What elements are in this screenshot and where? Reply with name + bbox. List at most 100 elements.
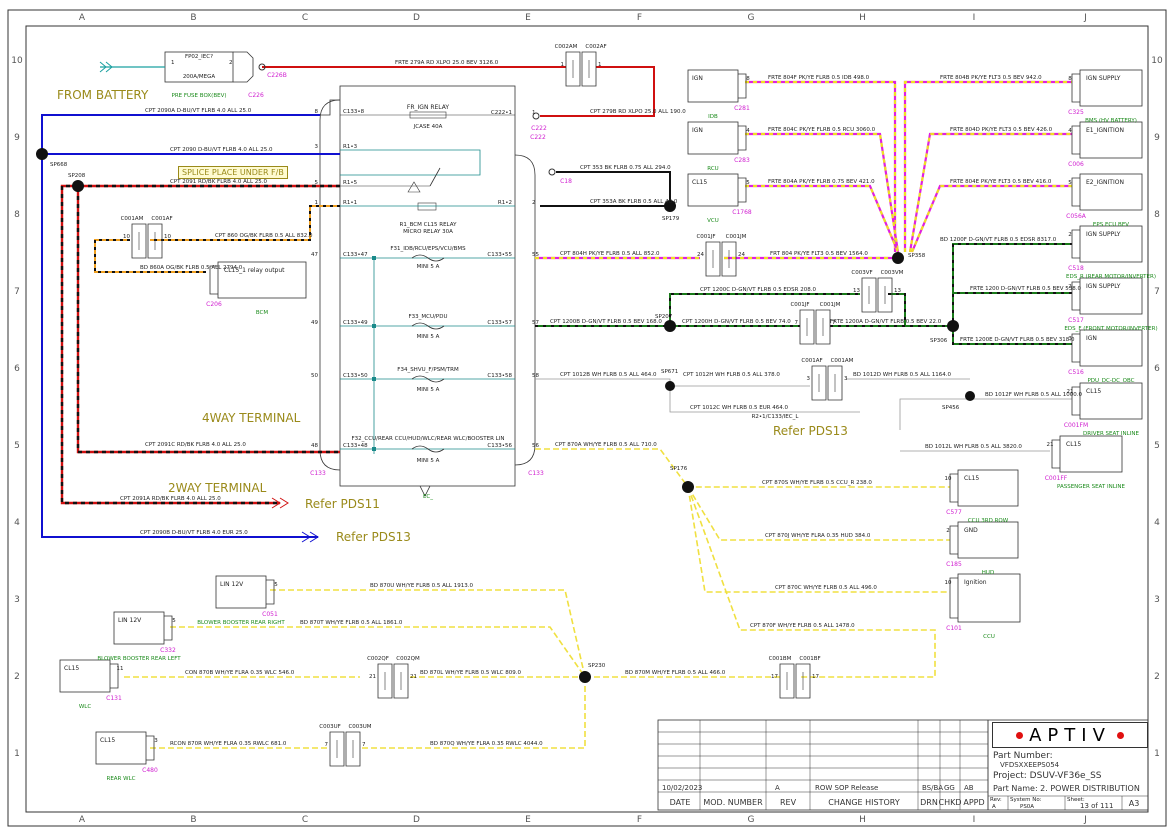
inline-connector: [329, 731, 361, 767]
refer-pds13-link[interactable]: Refer PDS13: [336, 530, 411, 544]
wire-label-cpt1012h: CPT 1012H WH FLRB 0.5 ALL 378.0: [683, 372, 780, 378]
conn-name: C001JF: [696, 234, 715, 240]
component-mcu_f: [1071, 277, 1143, 315]
splice-label-sp456: SP456: [942, 405, 960, 411]
header-change-history: CHANGE HISTORY: [828, 798, 900, 807]
grid-col-label: F: [637, 13, 642, 23]
pin-left-number: 3: [315, 144, 319, 150]
grid-row-label: 4: [14, 518, 20, 528]
splice-sp176: [682, 481, 694, 493]
conn-name: C001AF: [151, 216, 172, 222]
component-bms-connector: C325: [1068, 109, 1084, 116]
component-wlc: [59, 659, 119, 693]
wire-pink: [745, 132, 1072, 253]
conn-pin: 10: [164, 234, 171, 240]
component-vcu-label: CL15: [692, 179, 707, 186]
grid-col-label: C: [302, 13, 308, 23]
component-pass-pin: 21: [1047, 442, 1054, 448]
fuse-f33-label: F33_MCU/PDU: [409, 314, 448, 320]
conn-name: C003UM: [348, 724, 371, 730]
conn-pin: 7: [362, 742, 366, 748]
pin-right-number: 58: [532, 373, 539, 379]
wire-label-cpt1200b: CPT 1200B D-GN/VT FLRB 0.5 BEV 168.0: [550, 319, 662, 325]
grid-col-label: E: [525, 815, 531, 825]
grid-col-label: D: [413, 815, 420, 825]
refer-pds13-link-right[interactable]: Refer PDS13: [773, 424, 848, 438]
component-mcu_r-connector: C518: [1068, 265, 1084, 272]
component-blower_r-pin: 5: [274, 582, 278, 588]
component-blower_l-name: BLOWER BOOSTER REAR LEFT: [97, 656, 181, 662]
connector-c18: C18: [560, 178, 572, 185]
revision-date: 10/02/2023: [662, 784, 702, 792]
splice-label-sp306: SP306: [930, 338, 948, 344]
wire-yellow: [360, 677, 586, 749]
component-rcu-connector: C283: [734, 157, 750, 164]
component-hud-connector: C185: [946, 561, 962, 568]
grid-col-label: F: [637, 815, 642, 825]
header-drn: DRN: [920, 798, 938, 807]
grid-col-label: J: [1083, 815, 1087, 825]
grid-col-label: I: [973, 13, 976, 23]
component-pdu-name: PDU_DC-DC_OBC: [1087, 378, 1134, 384]
component-rwlc-connector: C480: [142, 767, 158, 774]
component-bcm-connector: C206: [206, 301, 222, 308]
grid-col-label: G: [748, 815, 755, 825]
component-ccu3: [949, 469, 1019, 507]
component-ccu-connector: C101: [946, 625, 962, 632]
refer-pds11-link[interactable]: Refer PDS11: [305, 497, 380, 511]
splice-sp456: [965, 391, 975, 401]
wire-label-bd1012l: BD 1012L WH FLRB 0.5 ALL 3820.0: [925, 444, 1022, 450]
pin-right-number: 2: [532, 200, 536, 206]
component-hud: [949, 521, 1019, 559]
wire-label-bd860a: BD 860A OG/BK FLRB 0.5 ALL 2794.0: [140, 265, 243, 271]
wire-label-cpt1200h: CPT 1200H D-GN/VT FLRB 0.5 BEV 74.0: [682, 319, 791, 325]
component-pdu: [1071, 329, 1143, 367]
part-number: VFDSXXEEPS054: [1000, 761, 1060, 769]
wire-label-cpt870f: CPT 870F WH/YE FLRB 0.5 ALL 1478.0: [750, 623, 855, 629]
header-mod-number: MOD. NUMBER: [703, 798, 763, 807]
grid-row-label: 9: [14, 133, 20, 143]
component-driver: [1071, 382, 1143, 420]
splice-sp179: [664, 200, 676, 212]
component-blower_l: [113, 611, 173, 645]
splice-sp668: [36, 148, 48, 160]
component-vcu-pin: 5: [746, 180, 750, 186]
pin-left-number: 50: [311, 373, 318, 379]
component-mcu_r-pin: 2: [1068, 232, 1072, 238]
sheet-size: A3: [1129, 799, 1140, 808]
grid-col-label: E: [525, 13, 531, 23]
component-driver-name: DRIVER SEAT INLINE: [1083, 431, 1139, 437]
revision-change: ROW SOP Release: [815, 784, 878, 792]
fuse-rating: MINI 5 A: [417, 334, 440, 340]
component-idb-name: IDB: [708, 114, 718, 120]
conn-name: C002AF: [585, 44, 606, 50]
component-rcu: [687, 121, 747, 155]
conn-pin: 17: [771, 674, 778, 680]
grid-row-label: 6: [14, 364, 20, 374]
conn-pin: 24: [738, 252, 745, 258]
grid-row-label: 3: [14, 595, 20, 605]
fr-ign-fuse-rating: JCASE 40A: [413, 124, 443, 130]
wire-label-cpt1012c: CPT 1012C WH FLRB 0.5 EUR 464.0: [690, 405, 789, 411]
header-appd: APPD: [963, 798, 984, 807]
component-bms-name: BMS (HV BATTERY): [1085, 118, 1137, 124]
fuse-box-connector-b: C226B: [267, 72, 287, 79]
header-chkd: CHKD: [938, 798, 961, 807]
wire-label-bd870l: BD 870L WH/YE FLRB 0.5 WLC 809.0: [420, 670, 521, 676]
r1-relay-rating: MICRO RELAY 30A: [403, 229, 453, 235]
conn-pin: 13: [853, 288, 860, 294]
connector-c133-right: C133: [528, 470, 544, 477]
splice-label-sp358: SP358: [908, 253, 926, 259]
component-e1-label: E1_IGNITION: [1086, 127, 1124, 134]
wire-label-frte1200e: FRTE 1200E D-GN/VT FLRB 0.5 BEV 318.0: [960, 337, 1075, 343]
fuse-box-pin: 1: [171, 60, 175, 66]
inline-connector: [705, 241, 737, 277]
component-hud-label: GND: [964, 527, 978, 534]
component-blower_l-label: LIN 12V: [118, 617, 142, 624]
wire-label-cpt870c: CPT 870C WH/YE FLRB 0.5 ALL 496.0: [775, 585, 877, 591]
component-ccu3-label: CL15: [964, 475, 979, 482]
conn-pin: 24: [697, 252, 704, 258]
grid-row-label: 10: [11, 56, 23, 66]
component-rwlc-name: REAR WLC: [107, 776, 136, 782]
component-ccu3-connector: C577: [946, 509, 962, 516]
